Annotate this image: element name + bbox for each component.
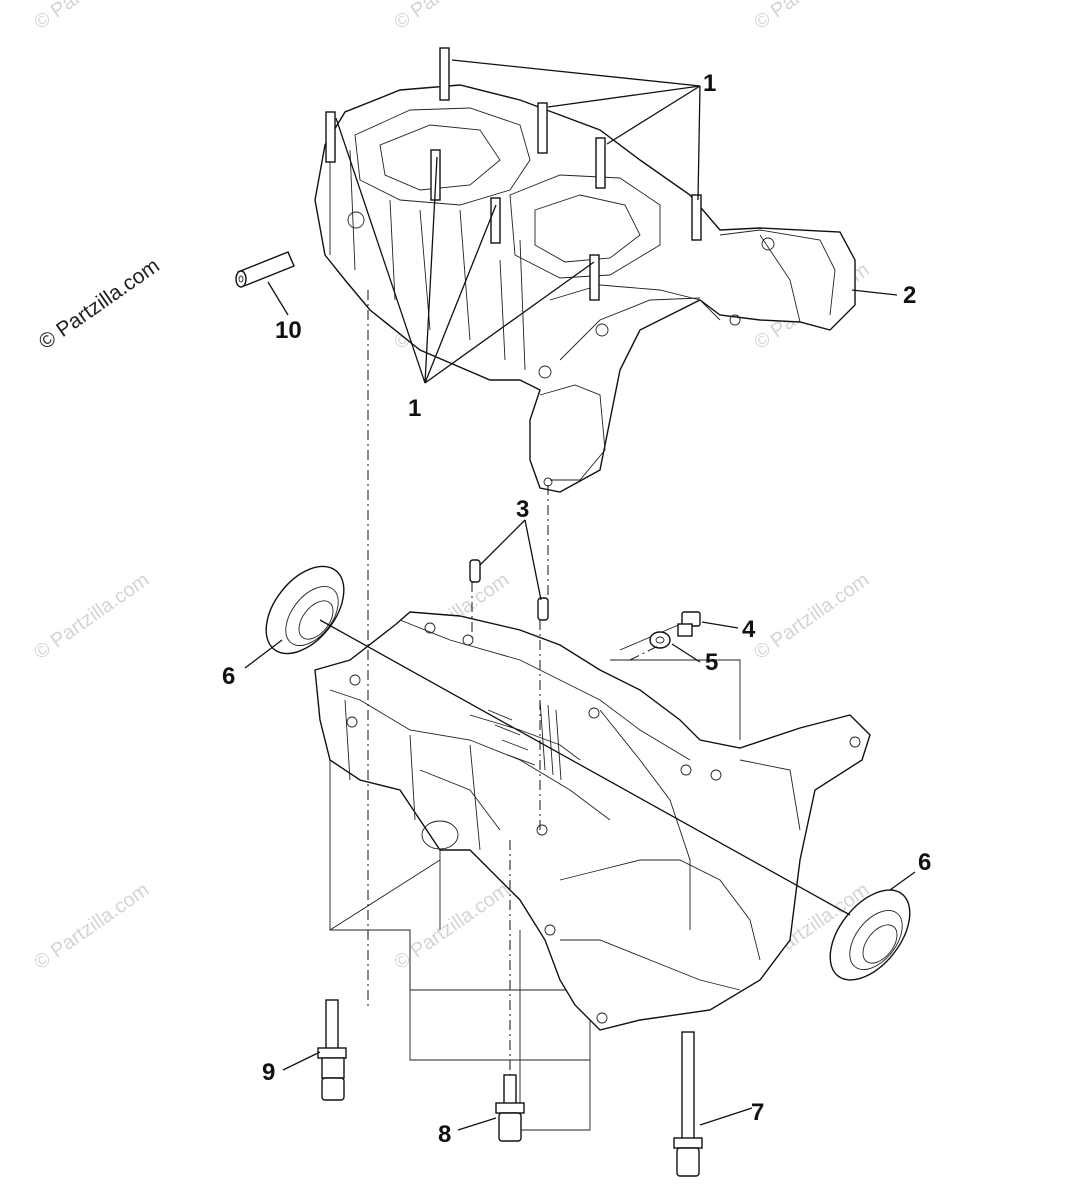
callout-6-right: 6 (918, 849, 931, 876)
watermark-main: © Partzilla.com (35, 254, 164, 354)
drain-bolt-part-4 (677, 611, 701, 637)
watermark-tile: © Partzilla.com (750, 0, 873, 34)
watermark-tile: © Partzilla.com (390, 0, 513, 34)
callouts: 1 1 2 3 4 5 6 6 7 8 9 10 (222, 70, 931, 1148)
callout-1-top: 1 (703, 70, 716, 97)
callout-3: 3 (516, 496, 529, 523)
callout-1-left: 1 (408, 395, 421, 422)
watermark-tile: © Partzilla.com (30, 0, 153, 34)
callout-4: 4 (742, 616, 756, 643)
callout-2: 2 (903, 282, 916, 309)
upper-crankcase (314, 84, 856, 493)
bolt-part-7 (673, 1031, 703, 1177)
callout-7: 7 (751, 1099, 764, 1126)
watermark-tile: © Partzilla.com (30, 569, 153, 664)
lower-crankcase (314, 611, 871, 1031)
callout-6-left: 6 (222, 663, 235, 690)
leader-lines (244, 59, 916, 1131)
dowel-pins (469, 559, 549, 621)
oil-seal-upper (265, 565, 345, 655)
watermark-tile: © Partzilla.com (30, 879, 153, 974)
washer-part-5 (649, 631, 671, 649)
fitting-part-10 (235, 251, 295, 288)
bolt-part-8 (495, 1074, 525, 1142)
oil-seal-lower (829, 889, 911, 981)
callout-9: 9 (262, 1059, 275, 1086)
watermark-tile: © Partzilla.com (750, 569, 873, 664)
callout-5: 5 (705, 649, 718, 676)
alignment-lines (319, 290, 851, 1075)
callout-8: 8 (438, 1121, 451, 1148)
bolt-part-9 (317, 999, 347, 1101)
watermark-tile: © Partzilla.com (390, 879, 513, 974)
callout-10: 10 (275, 317, 302, 344)
